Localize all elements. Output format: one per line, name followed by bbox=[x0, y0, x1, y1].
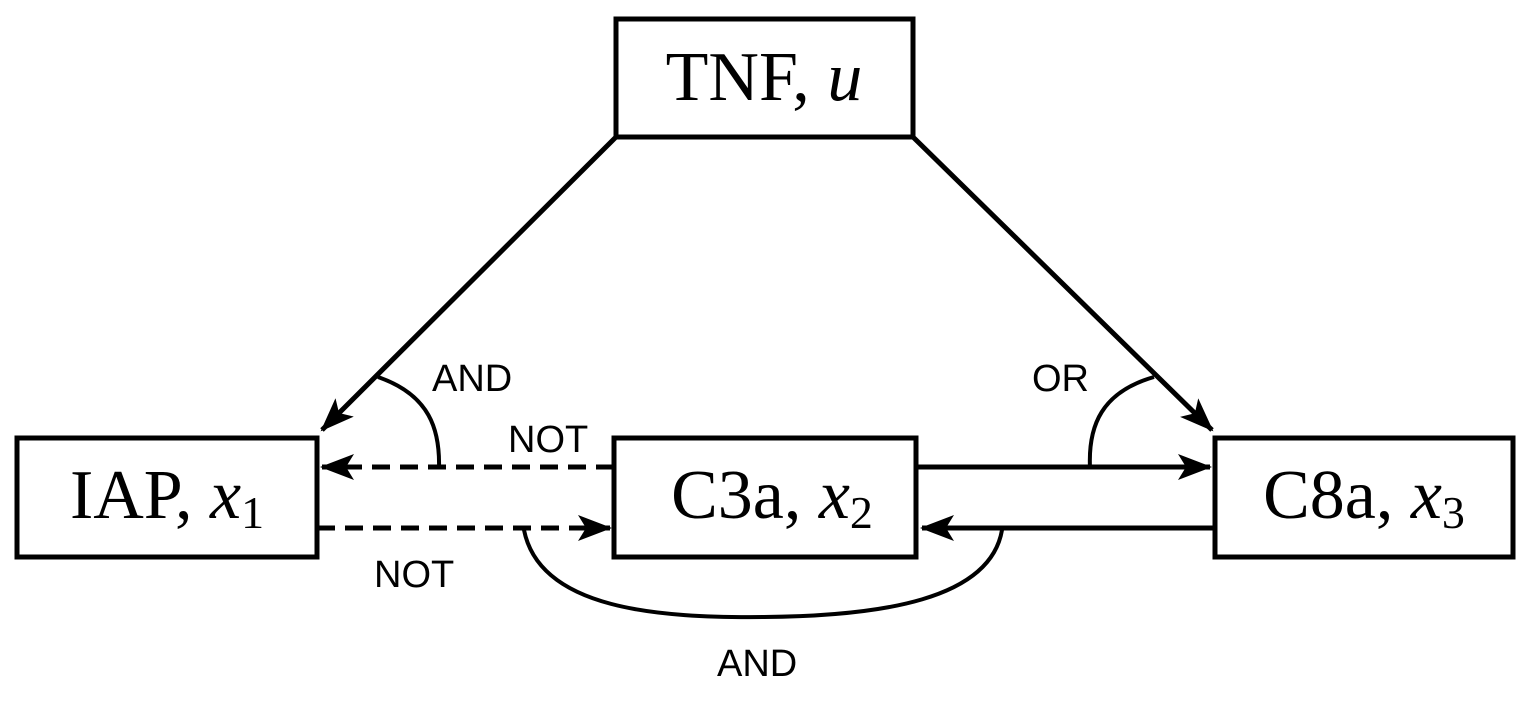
c8a-box bbox=[1212, 435, 1516, 560]
iap-label: IAP, x1 bbox=[70, 457, 264, 538]
c3a-label: C3a, x2 bbox=[671, 457, 873, 538]
and-gate-arc-bottom bbox=[522, 529, 1004, 620]
and-gate-label-iap: AND bbox=[432, 358, 512, 400]
or-gate-arc-c8a bbox=[1087, 375, 1155, 469]
iap-box bbox=[14, 435, 320, 560]
or-gate-label-c8a: OR bbox=[1032, 358, 1089, 400]
edge-tnf-to-c8a bbox=[911, 135, 1214, 432]
c3a-box bbox=[611, 435, 919, 560]
tnf-label: TNF, u bbox=[666, 39, 863, 116]
edge-tnf-to-iap bbox=[320, 135, 618, 432]
and-gate-label-bottom: AND bbox=[717, 643, 797, 685]
c8a-label: C8a, x3 bbox=[1263, 457, 1465, 538]
and-gate-arc-iap bbox=[377, 375, 442, 469]
not-gate-label-top: NOT bbox=[508, 419, 588, 461]
not-gate-label-bottom: NOT bbox=[374, 554, 454, 596]
tnf-box bbox=[613, 16, 916, 140]
